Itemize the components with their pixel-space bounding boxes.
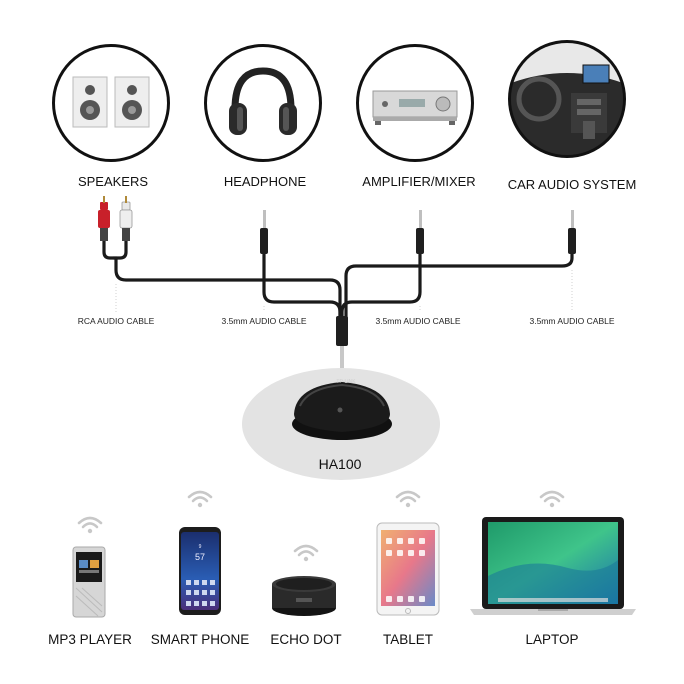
echo-dot: [270, 574, 338, 618]
device-label-tablet: TABLET: [382, 632, 433, 647]
rca-cable: [114, 256, 342, 320]
rca-white-wire: [112, 238, 128, 260]
output-label-headphone: HEADPHONE: [223, 174, 307, 189]
tablet: [376, 522, 440, 616]
mp3-player: [72, 546, 106, 618]
tablet-icon: [376, 522, 440, 616]
device-label-phone: SMART PHONE: [150, 632, 250, 647]
car-audio-icon: [511, 43, 623, 155]
hub-device-icon: [292, 382, 392, 440]
jack-headphone: [260, 210, 268, 254]
rca-red-wire: [102, 238, 116, 260]
cable-label-car-audio: 3.5mm AUDIO CABLE: [529, 316, 615, 326]
output-label-speakers: SPEAKERS: [77, 174, 149, 189]
hub-device: [288, 372, 396, 444]
output-label-amplifier: AMPLIFIER/MIXER: [362, 174, 476, 189]
headphone-circle: [204, 44, 322, 162]
phone-clock: 9 57: [184, 542, 216, 562]
laptop-icon: [470, 517, 636, 615]
amplifier-icon: [372, 90, 458, 125]
amplifier-cable: [340, 250, 422, 320]
mp3-player-icon: [72, 546, 106, 618]
device-label-laptop: LAPTOP: [525, 632, 579, 647]
phone-clock-time: 57: [194, 552, 205, 562]
cable-label-headphone: 3.5mm AUDIO CABLE: [221, 316, 307, 326]
device-label-mp3: MP3 PLAYER: [48, 632, 132, 647]
cable-label-amplifier: 3.5mm AUDIO CABLE: [375, 316, 461, 326]
headphone-icon: [229, 67, 297, 135]
laptop: [468, 516, 638, 616]
amplifier-circle: [356, 44, 474, 162]
speakers-icon: [72, 76, 150, 128]
jack-hub-input: [336, 316, 348, 368]
cable-label-rca: RCA AUDIO CABLE: [77, 316, 155, 326]
hub-brand: TP-LINK: [336, 379, 356, 385]
rca-plug-white: [119, 196, 133, 241]
device-label-echo: ECHO DOT: [270, 632, 342, 647]
rca-plug-red: [98, 196, 110, 241]
echo-dot-icon: [272, 576, 336, 616]
output-label-car-audio: CAR AUDIO SYSTEM: [507, 177, 637, 192]
car-audio-circle: [508, 40, 626, 158]
phone-clock-prefix: 9: [198, 544, 202, 550]
jack-amplifier: [416, 210, 424, 254]
hub-label: HA100: [318, 456, 362, 472]
smart-phone-icon: [179, 527, 221, 615]
smart-phone: [178, 526, 222, 616]
headphone-cable: [262, 250, 342, 320]
jack-car-audio: [568, 210, 576, 254]
speakers-circle: [52, 44, 170, 162]
car-audio-cable: [344, 250, 574, 320]
